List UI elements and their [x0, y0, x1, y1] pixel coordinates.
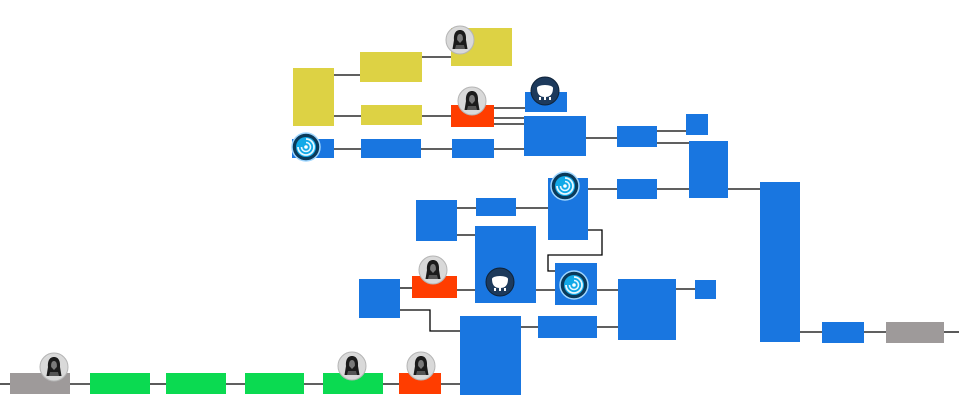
hooded-figure-icon: [337, 351, 367, 381]
node-red-mid[interactable]: [412, 276, 457, 298]
node-green-4[interactable]: [323, 373, 383, 394]
hooded-figure-icon: [418, 255, 448, 285]
node-blue-mid-a[interactable]: [617, 126, 657, 147]
portal-swirl-icon: [291, 132, 321, 162]
node-green-3[interactable]: [245, 373, 304, 394]
node-gray-end[interactable]: [886, 322, 944, 343]
node-blue-big-2[interactable]: [618, 279, 676, 340]
node-blue-row-low[interactable]: [538, 316, 597, 338]
node-green-1[interactable]: [90, 373, 150, 394]
hooded-figure-icon: [39, 352, 69, 382]
portal-swirl-icon: [559, 270, 589, 300]
node-blue-sq-a[interactable]: [416, 200, 457, 241]
node-green-2[interactable]: [166, 373, 226, 394]
node-blue-tall-a[interactable]: [689, 141, 728, 198]
node-blue-small-a[interactable]: [686, 114, 708, 135]
cauldron-icon: [530, 76, 560, 106]
node-yellow-top[interactable]: [360, 52, 422, 82]
connector-line: [547, 229, 603, 272]
connector-line: [400, 309, 460, 332]
node-blue-row3-a[interactable]: [361, 139, 421, 158]
node-red-bottom[interactable]: [399, 373, 441, 394]
node-yellow-mid[interactable]: [361, 105, 422, 125]
node-yellow-tall[interactable]: [293, 68, 334, 126]
portal-swirl-icon: [550, 171, 580, 201]
cauldron-icon: [485, 267, 515, 297]
node-blue-final-tall[interactable]: [760, 182, 800, 342]
hooded-figure-icon: [406, 351, 436, 381]
node-blue-big-1[interactable]: [524, 116, 586, 156]
node-blue-big-3[interactable]: [460, 316, 521, 395]
node-blue-row3-b[interactable]: [452, 139, 494, 158]
node-blue-tiny[interactable]: [695, 280, 716, 299]
node-blue-small-b[interactable]: [476, 198, 516, 216]
node-blue-sq-b[interactable]: [359, 279, 400, 318]
hooded-figure-icon: [457, 86, 487, 116]
node-blue-mid-b[interactable]: [617, 179, 657, 199]
hooded-figure-icon: [445, 25, 475, 55]
node-blue-final-small[interactable]: [822, 322, 864, 343]
